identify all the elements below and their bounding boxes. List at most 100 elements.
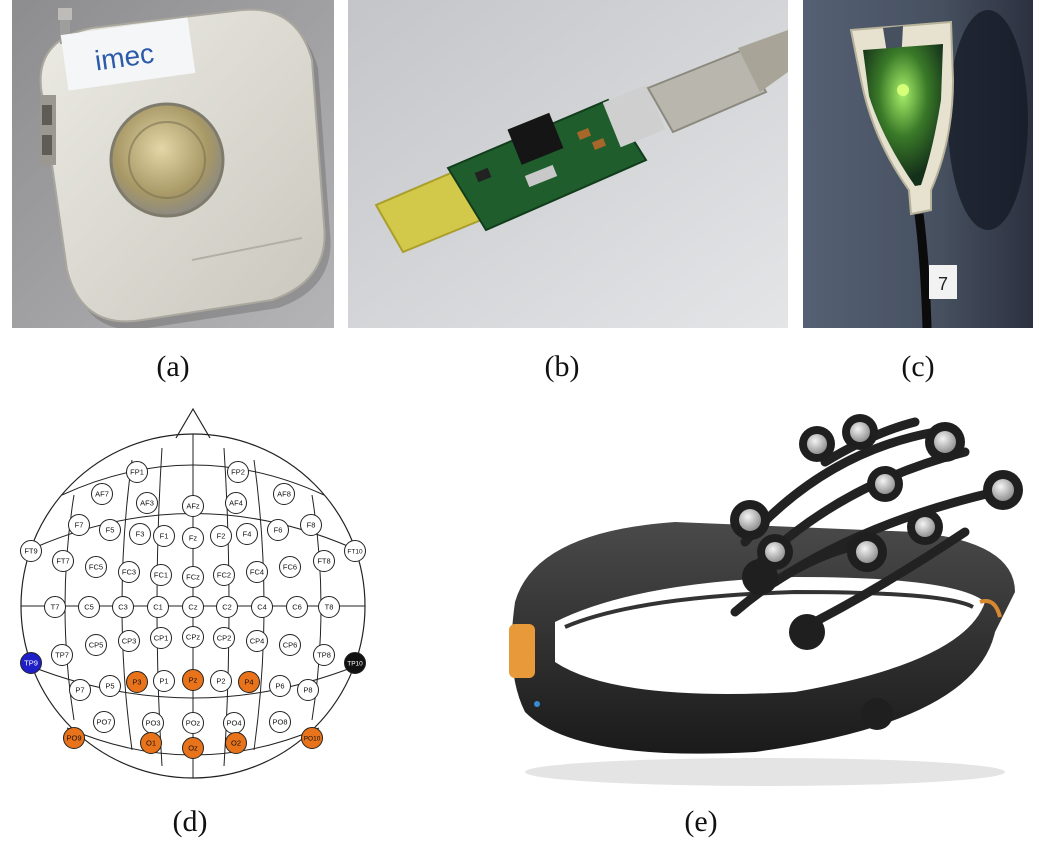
electrode-marker <box>91 483 113 505</box>
electrode-ft8: FT8 <box>313 550 335 572</box>
electrode-label: P6 <box>275 682 284 691</box>
electrode-label: CP3 <box>122 637 137 646</box>
electrode-label: FT8 <box>317 557 330 566</box>
electrode-label: CP6 <box>283 641 298 650</box>
electrode-label: AF7 <box>95 490 109 499</box>
electrode-cp6: CP6 <box>279 634 301 656</box>
electrode-label: P7 <box>75 686 84 695</box>
electrode-label: AFz <box>186 502 200 511</box>
electrode-f1: F1 <box>153 525 175 547</box>
electrode-label: Oz <box>188 744 198 753</box>
electrode-marker <box>225 732 247 754</box>
electrode-marker <box>69 679 91 701</box>
electrode-ft9: FT9 <box>20 540 42 562</box>
electrode-po4: PO4 <box>223 712 245 734</box>
electrode-label: C1 <box>153 603 163 612</box>
electrode-t7: T7 <box>44 596 66 618</box>
photo-c-illustration: 7 <box>803 0 1033 328</box>
electrode-marker <box>286 596 308 618</box>
electrode-po9: PO9 <box>63 727 85 749</box>
electrode-label: O2 <box>231 739 241 748</box>
electrode-p3: P3 <box>126 671 148 693</box>
electrode-marker <box>99 675 121 697</box>
electrode-marker <box>313 550 335 572</box>
electrode-marker <box>210 670 232 692</box>
electrode-label: F2 <box>217 532 226 541</box>
electrode-cz: Cz <box>182 596 204 618</box>
electrode-label: Fz <box>189 534 198 543</box>
electrode-cp5: CP5 <box>85 634 107 656</box>
electrode-marker <box>118 630 140 652</box>
electrode-p4: P4 <box>238 671 260 693</box>
electrode-fp1: FP1 <box>126 461 148 483</box>
electrode-label: TP10 <box>347 661 363 668</box>
electrode-label: T7 <box>51 603 60 612</box>
electrode-label: FP1 <box>130 468 144 477</box>
electrode-marker <box>85 556 107 578</box>
electrode-af8: AF8 <box>273 483 295 505</box>
electrode-label: CP2 <box>217 634 232 643</box>
electrode-f7: F7 <box>68 514 90 536</box>
electrode-label: Pz <box>189 676 198 685</box>
electrode-marker <box>126 671 148 693</box>
electrode-c4: C4 <box>251 596 273 618</box>
electrode-p1: P1 <box>153 670 175 692</box>
electrode-marker <box>267 519 289 541</box>
electrode-label: FCz <box>186 573 200 582</box>
electrode-po8: PO8 <box>269 711 291 733</box>
electrode-label: AF4 <box>229 499 243 508</box>
electrode-af3: AF3 <box>136 492 158 514</box>
electrode-marker <box>126 461 148 483</box>
electrode-fc5: FC5 <box>85 556 107 578</box>
electrode-label: C4 <box>257 603 267 612</box>
electrode-marker <box>129 523 151 545</box>
electrode-marker <box>150 564 172 586</box>
electrode-marker <box>99 519 121 541</box>
electrode-marker <box>182 626 204 648</box>
electrode-label: PO3 <box>145 719 160 728</box>
electrode-marker <box>182 527 204 549</box>
cable-tag <box>929 265 957 299</box>
electrode-fp2: FP2 <box>227 461 249 483</box>
electrode-label: CP5 <box>89 641 104 650</box>
electrode-label: AF3 <box>140 499 154 508</box>
electrode-marker <box>112 596 134 618</box>
electrode-label: P1 <box>159 677 168 686</box>
electrode-p5: P5 <box>99 675 121 697</box>
caption-e: (e) <box>684 805 718 838</box>
caption-c: (c) <box>901 350 935 383</box>
electrode-cp3: CP3 <box>118 630 140 652</box>
electrode-label: P5 <box>105 682 114 691</box>
electrode-marker <box>182 566 204 588</box>
electrode-c2: C2 <box>216 596 238 618</box>
electrode-label: TP8 <box>317 651 331 660</box>
electrode-marker <box>78 596 100 618</box>
electrode-p6: P6 <box>269 675 291 697</box>
electrode-label: FC4 <box>250 568 264 577</box>
electrode-marker <box>318 596 340 618</box>
electrode-marker <box>344 652 366 674</box>
electrode-f4: F4 <box>236 523 258 545</box>
electrode-label: TP9 <box>24 659 38 668</box>
electrode-label: F5 <box>106 526 115 535</box>
electrode-f6: F6 <box>267 519 289 541</box>
photo-b-usb-receiver <box>348 0 788 328</box>
electrode-marker <box>153 525 175 547</box>
electrode-po3: PO3 <box>142 712 164 734</box>
electrode-label: F7 <box>75 521 84 530</box>
electrode-label: F8 <box>307 521 316 530</box>
electrode-label: C3 <box>118 603 128 612</box>
electrode-marker <box>140 732 162 754</box>
electrode-marker <box>153 670 175 692</box>
electrode-label: TP7 <box>55 651 69 660</box>
electrode-tp7: TP7 <box>51 644 73 666</box>
electrode-label: P4 <box>244 678 253 687</box>
electrode-fc1: FC1 <box>150 564 172 586</box>
electrode-label: PO4 <box>226 719 241 728</box>
electrode-label: CP4 <box>250 637 265 646</box>
photo-a-wireless-module: imec <box>12 0 334 328</box>
electrode-label: CPz <box>186 633 200 642</box>
caption-d: (d) <box>172 805 208 838</box>
electrode-tp9: TP9 <box>20 652 42 674</box>
electrode-p2: P2 <box>210 670 232 692</box>
